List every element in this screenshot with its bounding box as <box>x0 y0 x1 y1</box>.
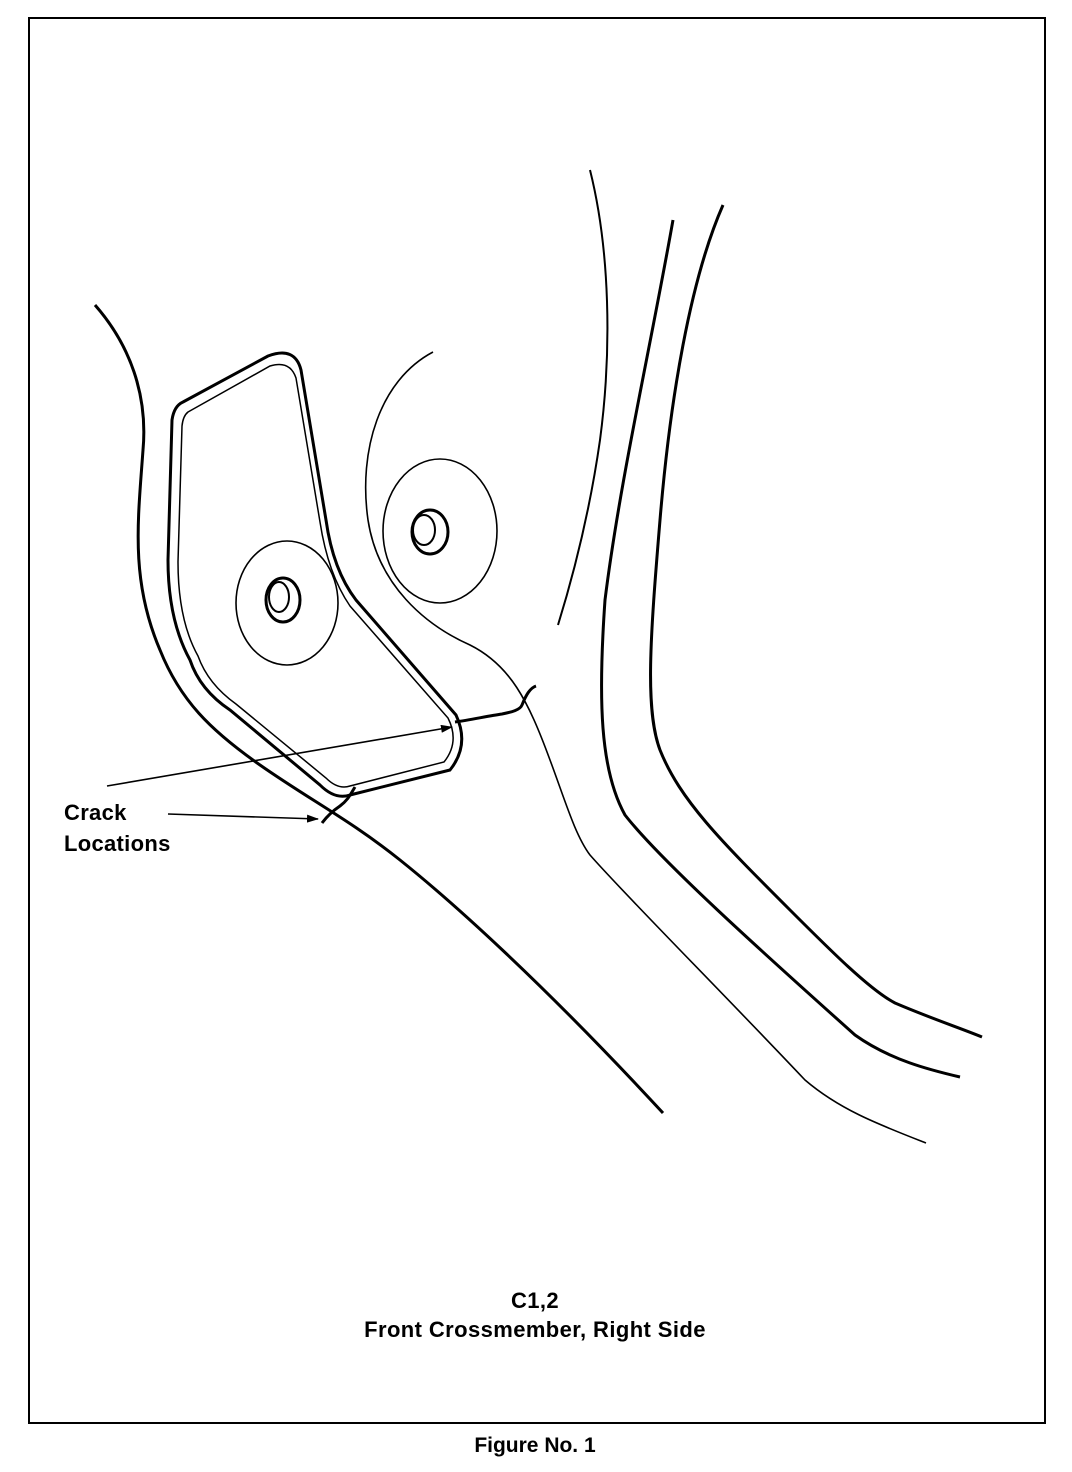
crack-line-lower <box>320 786 357 824</box>
callout-line-1: Crack <box>64 800 127 825</box>
leader-line-upper-crack <box>106 724 453 787</box>
bracket-plate-inner-outline <box>177 363 454 788</box>
frame-rail-inner-edge <box>600 219 961 1079</box>
left-boss-washer <box>235 540 339 666</box>
left-bolt-hole-outer <box>264 576 302 624</box>
left-bolt-hole-inner <box>268 581 290 613</box>
figure-title: Front Crossmember, Right Side <box>364 1317 706 1342</box>
crack-locations-callout: Crack Locations <box>64 797 171 859</box>
crack-line-upper <box>454 684 537 724</box>
bracket-plate-outer-outline <box>166 351 464 798</box>
figure-border <box>28 17 1046 1424</box>
right-boss-washer <box>382 458 498 604</box>
right-bolt-hole-inner <box>412 514 436 546</box>
right-bolt-hole-outer <box>410 508 450 556</box>
figure-number-label: Figure No. 1 <box>474 1434 596 1457</box>
callout-line-2: Locations <box>64 831 171 856</box>
crossmember-left-outer-edge <box>93 304 665 1115</box>
figure-code: C1,2 <box>510 1288 560 1313</box>
frame-rail-outer-edge <box>649 204 983 1039</box>
crossmember-inner-contour <box>364 351 927 1144</box>
rail-thin-curve <box>557 169 609 626</box>
leader-line-lower-crack <box>167 813 319 823</box>
